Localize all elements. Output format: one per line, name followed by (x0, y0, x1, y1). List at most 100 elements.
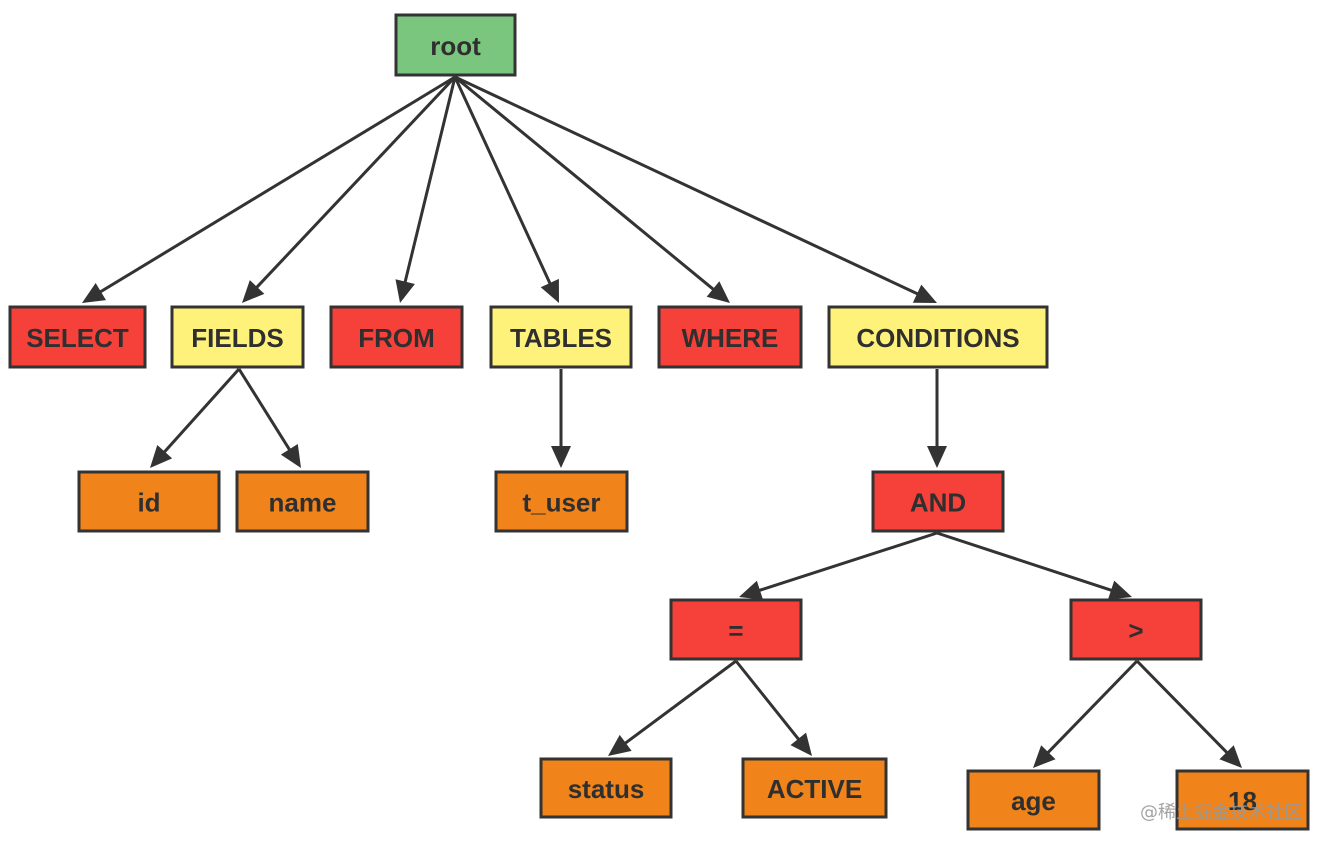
node-box (871, 470, 1005, 533)
watermark-text: @稀土掘金技术社区 (1140, 802, 1302, 823)
node-box (741, 757, 888, 819)
node-box (329, 305, 464, 369)
arrowhead-icon (242, 280, 265, 303)
edge-line (254, 75, 457, 290)
node-t_user: t_user (494, 470, 629, 533)
node-box (489, 305, 633, 369)
edge-gt-to-eighteen (1135, 659, 1242, 768)
edge-and-to-gt (936, 531, 1132, 600)
edge-conditions-to-and (927, 369, 947, 468)
arrowhead-icon (82, 283, 106, 303)
edge-line (1135, 659, 1230, 755)
node-label: FROM (358, 323, 435, 353)
node-eq: = (669, 598, 803, 661)
node-label: > (1128, 616, 1143, 646)
edge-and-to-eq (739, 531, 938, 600)
node-gt: > (1069, 598, 1203, 661)
node-id: id (77, 470, 221, 533)
arrowhead-icon (395, 279, 415, 303)
edges-layer (82, 75, 1242, 768)
edge-root-to-tables (453, 76, 559, 303)
node-tables: TABLES (489, 305, 633, 369)
node-label: root (430, 31, 481, 61)
node-label: 18 (1228, 786, 1257, 816)
edge-line (757, 531, 938, 593)
edge-line (162, 367, 241, 455)
node-box (539, 757, 673, 819)
edge-root-to-select (82, 75, 456, 303)
edge-line (454, 75, 716, 292)
arrowhead-icon (790, 732, 812, 756)
edge-line (454, 75, 920, 296)
edge-line (734, 660, 801, 742)
node-box (235, 470, 370, 533)
edge-tables-to-t_user (551, 369, 571, 468)
edge-line (237, 368, 292, 452)
node-label: t_user (522, 488, 600, 518)
node-box (1069, 598, 1203, 661)
arrowhead-icon (551, 446, 571, 468)
arrowhead-icon (1107, 580, 1132, 600)
node-label: age (1011, 786, 1056, 816)
arrowhead-icon (912, 284, 937, 303)
edge-root-to-fields (242, 75, 457, 303)
node-box (657, 305, 803, 369)
node-label: name (269, 488, 337, 518)
node-and: AND (871, 470, 1005, 533)
node-label: status (568, 774, 645, 804)
node-box (170, 305, 305, 369)
node-label: CONDITIONS (856, 323, 1019, 353)
edge-line (623, 659, 737, 746)
node-where: WHERE (657, 305, 803, 369)
node-label: FIELDS (191, 323, 283, 353)
node-box (394, 13, 517, 77)
node-root: root (394, 13, 517, 77)
edge-gt-to-age (1033, 659, 1139, 768)
arrowhead-icon (540, 278, 559, 303)
node-label: WHERE (682, 323, 779, 353)
edge-eq-to-active (734, 660, 812, 756)
node-active: ACTIVE (741, 757, 888, 819)
arrowhead-icon (1219, 745, 1242, 768)
node-box (8, 305, 147, 369)
node-box (966, 769, 1101, 831)
edge-fields-to-id (150, 367, 241, 468)
node-box (669, 598, 803, 661)
edge-line (453, 76, 553, 286)
arrowhead-icon (1033, 745, 1056, 768)
edge-root-to-where (454, 75, 730, 303)
edge-line (403, 76, 457, 284)
arrowhead-icon (608, 734, 632, 756)
arrowhead-icon (927, 446, 947, 468)
node-label: TABLES (510, 323, 612, 353)
node-box (77, 470, 221, 533)
node-label: id (137, 488, 160, 518)
node-box (494, 470, 629, 533)
node-label: AND (910, 488, 966, 518)
node-age: age (966, 769, 1101, 831)
node-select: SELECT (8, 305, 147, 369)
arrowhead-icon (280, 444, 301, 468)
edge-line (936, 531, 1114, 593)
node-label: = (728, 616, 743, 646)
arrowhead-icon (706, 281, 730, 303)
node-name: name (235, 470, 370, 533)
node-status: status (539, 757, 673, 819)
node-eighteen: 18 (1175, 769, 1310, 831)
node-box (827, 305, 1049, 369)
edge-fields-to-name (237, 368, 301, 468)
arrowhead-icon (739, 580, 764, 600)
node-conditions: CONDITIONS (827, 305, 1049, 369)
arrowhead-icon (150, 444, 173, 468)
edge-line (98, 75, 456, 294)
edge-root-to-from (395, 76, 457, 303)
edge-line (1045, 659, 1139, 755)
edge-eq-to-status (608, 659, 737, 756)
node-fields: FIELDS (170, 305, 305, 369)
node-from: FROM (329, 305, 464, 369)
edge-root-to-conditions (454, 75, 937, 303)
node-box (1175, 769, 1310, 831)
node-label: ACTIVE (767, 774, 862, 804)
